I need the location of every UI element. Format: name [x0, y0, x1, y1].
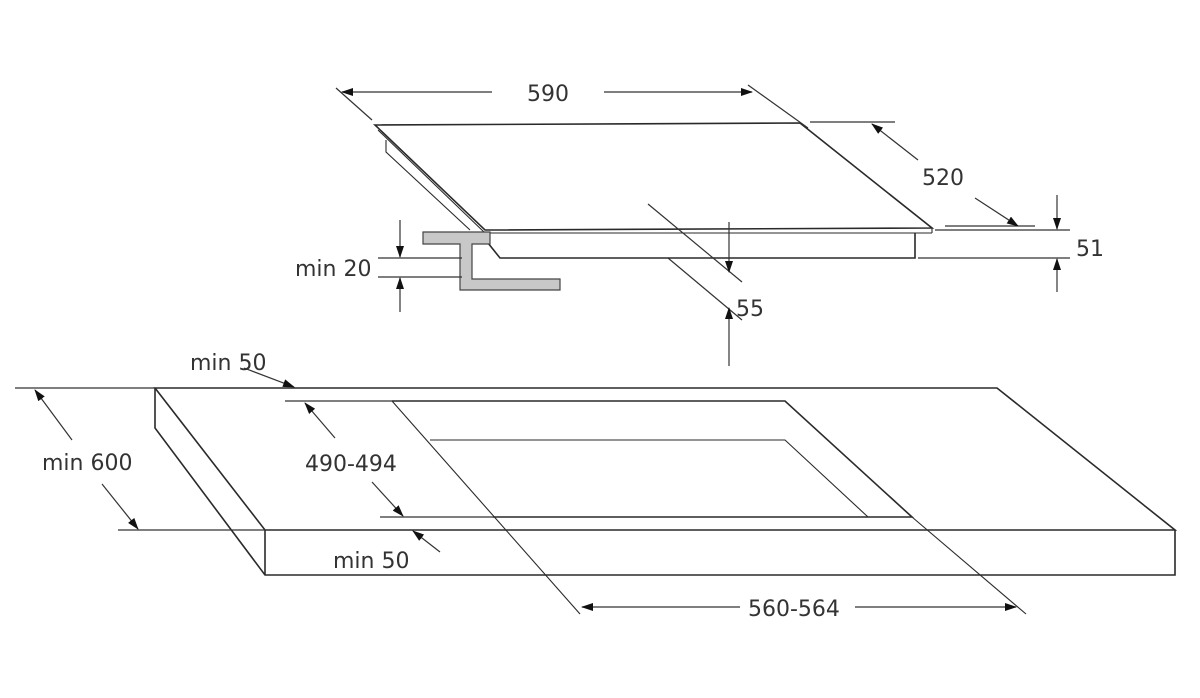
dimension-hob-height: 51: [918, 195, 1104, 292]
dimension-cutout-width: 560-564: [581, 597, 1017, 622]
dimension-min-worktop-thickness: min 20: [295, 220, 462, 312]
dimension-min-back-distance: min 50: [190, 351, 295, 388]
hob: [373, 122, 935, 259]
dimension-hob-depth: 520: [810, 121, 1035, 227]
label-min-back-distance: min 50: [190, 351, 266, 376]
label-hob-width: 590: [527, 82, 569, 107]
dimension-min-worktop-depth: min 600: [15, 387, 265, 531]
cutout: [391, 400, 1027, 615]
label-hob-depth: 520: [922, 166, 964, 191]
worktop: [153, 387, 1178, 576]
hob-body: [487, 233, 916, 259]
label-min-worktop-thickness: min 20: [295, 257, 371, 282]
dimension-cutout-depth: 490-494: [285, 400, 493, 518]
label-clearance-below: 55: [736, 297, 764, 322]
hob-top-surface: [373, 122, 935, 231]
label-min-worktop-depth: min 600: [42, 451, 132, 476]
dimension-min-front-distance: min 50: [333, 530, 441, 574]
mounting-bracket: [422, 231, 561, 291]
label-min-front-distance: min 50: [333, 549, 409, 574]
label-cutout-depth: 490-494: [305, 452, 397, 477]
dimension-clearance-below: 55: [647, 203, 764, 366]
dimension-hob-width: 590: [335, 82, 809, 129]
label-hob-height: 51: [1076, 237, 1104, 262]
label-cutout-width: 560-564: [748, 597, 840, 622]
